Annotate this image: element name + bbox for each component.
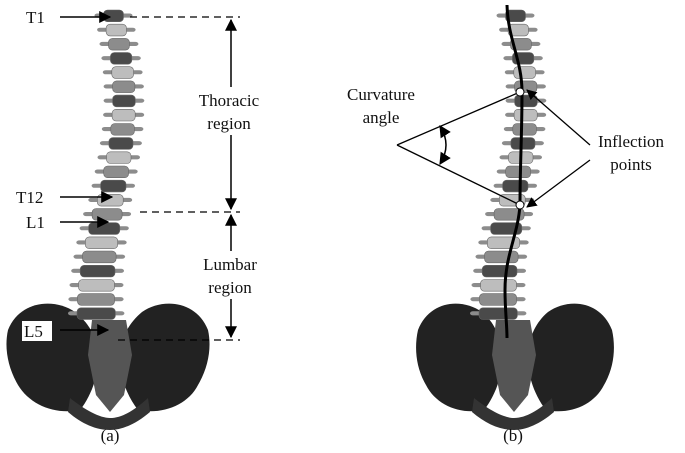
spine-a-vertebra <box>92 209 122 221</box>
t12-label: T12 <box>16 188 43 207</box>
inflection-point-upper <box>516 88 524 96</box>
spine-b-vertebra <box>479 308 517 320</box>
right-ilium-a <box>120 304 210 412</box>
curvature-angle-label-line1: Curvature <box>347 85 415 104</box>
thoracic-region-label-line2: region <box>207 114 251 133</box>
spine-a-vertebra <box>80 265 115 277</box>
spine-b-vertebra <box>482 265 517 277</box>
spine-b-vertebra <box>514 67 536 79</box>
pelvis-b <box>416 304 614 430</box>
spine-a <box>68 10 144 320</box>
panel-a: T1 T12 L1 L5 Thoracic region Lumbar regi… <box>6 8 274 445</box>
inflection-points-label-line2: points <box>610 155 652 174</box>
spine-b-vertebra <box>479 294 516 306</box>
spine-a-vertebra <box>112 67 134 79</box>
spine-a-vertebra <box>109 38 130 50</box>
spine-a-vertebra <box>112 109 135 121</box>
spine-a-vertebra <box>85 237 117 249</box>
caption-a: (a) <box>101 426 120 445</box>
l5-label: L5 <box>24 322 43 341</box>
spine-a-vertebra <box>83 251 117 263</box>
spine-a-vertebra <box>113 81 135 93</box>
spine-a-vertebra <box>106 24 126 36</box>
spine-a-vertebra <box>111 124 135 136</box>
spine-a-vertebra <box>104 166 129 178</box>
spine-a-vertebra <box>79 280 115 292</box>
curvature-angle-ray-upper <box>397 92 520 145</box>
spine-a-vertebra <box>113 95 136 107</box>
spine-a-vertebra <box>77 294 114 306</box>
inflection-points-label-line1: Inflection <box>598 132 665 151</box>
spine-a-vertebra <box>104 10 124 22</box>
spine-b-vertebra <box>481 280 517 292</box>
spine-a-vertebra <box>110 53 131 65</box>
spine-a-vertebra <box>77 308 115 320</box>
curvature-angle-label-line2: angle <box>363 108 400 127</box>
right-ilium-b <box>528 304 614 412</box>
spine-b-vertebra <box>511 138 535 150</box>
inflection-pointer-lower <box>527 160 590 207</box>
curvature-angle-arc-arrow <box>440 126 446 164</box>
panel-b: Curvature angle Inflection points (b) <box>347 5 665 445</box>
spine-a-vertebra <box>89 223 120 235</box>
spine-b-vertebra <box>485 251 519 263</box>
spine-b <box>470 10 546 320</box>
spine-a-vertebra <box>97 194 123 206</box>
sacrum-a <box>88 320 132 412</box>
spine-a-vertebra <box>107 152 132 164</box>
spine-a-vertebra <box>101 180 126 192</box>
spine-b-vertebra <box>506 166 531 178</box>
caption-b: (b) <box>503 426 523 445</box>
lumbar-region-label-line1: Lumbar <box>203 255 257 274</box>
l1-label: L1 <box>26 213 45 232</box>
sacrum-b <box>492 320 536 412</box>
curvature-angle-ray-lower <box>397 145 520 205</box>
inflection-point-lower <box>516 201 524 209</box>
thoracic-region-label-line1: Thoracic <box>199 91 260 110</box>
t1-label: T1 <box>26 8 45 27</box>
spine-b-vertebra <box>513 124 537 136</box>
lumbar-region-label-line2: region <box>208 278 252 297</box>
spine-b-vertebra <box>503 180 528 192</box>
spine-b-vertebra <box>514 109 537 121</box>
spine-a-vertebra <box>109 138 133 150</box>
